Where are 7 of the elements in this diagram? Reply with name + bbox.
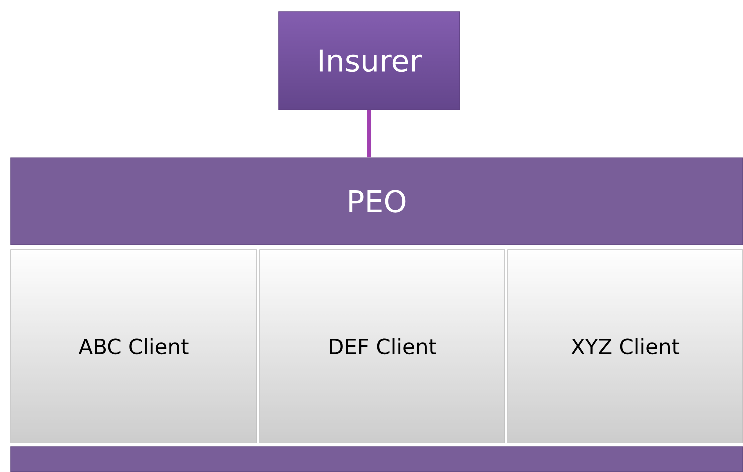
client-box: XYZ Client: [508, 250, 743, 444]
client-box: ABC Client: [10, 250, 258, 444]
band: [10, 446, 743, 472]
client-box: DEF Client: [260, 250, 506, 444]
insurer-box: Insurer: [278, 12, 460, 110]
organization-band: PEO: [10, 158, 743, 246]
connector-line: [368, 110, 372, 158]
